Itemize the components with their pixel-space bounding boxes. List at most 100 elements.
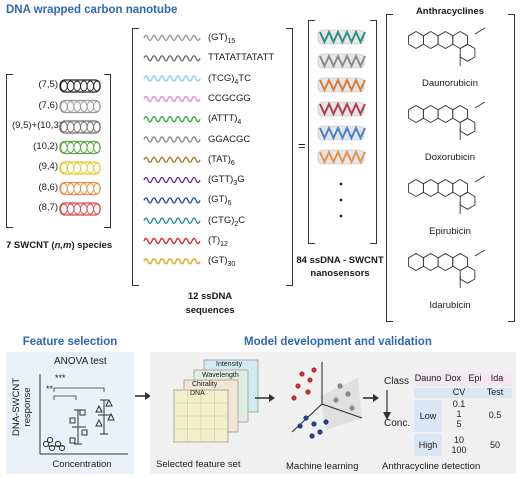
chirality-label: (8,7): [38, 202, 58, 213]
col-ida: Ida: [490, 373, 504, 383]
ssdna-sequence-label: (ATTT)4: [208, 113, 242, 127]
ssdna-sequence-label: (GT)15: [208, 32, 236, 45]
ssdna-sequence-label: TTATATTATATT: [208, 52, 275, 64]
ellipsis-dot: [339, 182, 343, 186]
bracket-right-anthracyclines: [508, 14, 515, 322]
anova-y-label: DNA-SWCNT response: [11, 377, 33, 437]
molecule-structure: [408, 27, 486, 66]
swcnt-tube: [59, 140, 101, 155]
nanosensor-tube: [317, 125, 366, 141]
ssdna-wave: [143, 116, 201, 123]
significance-three-stars: ***: [55, 373, 66, 383]
cv-label: CV: [452, 387, 466, 397]
molecule-structure: [408, 101, 486, 140]
chirality-label: (10,2): [33, 140, 58, 152]
bracket-right-swcnt: [104, 74, 111, 228]
ellipsis-dot: [339, 214, 343, 218]
high-label: High: [418, 440, 438, 450]
cv-low-1: 0.1: [452, 399, 466, 409]
ssdna-sequence-label: (GT)6: [208, 194, 232, 208]
molecule-structure: [408, 175, 486, 214]
col-dox: Dox: [444, 373, 461, 383]
swcnt-tube: [59, 161, 101, 175]
significance-two-stars: **: [46, 384, 54, 394]
bracket-right-ssdna: [286, 28, 293, 286]
detection-caption: Anthracycline detection: [382, 461, 481, 472]
ssdna-sequence-label: CCGCGG: [208, 92, 251, 104]
ssdna-wave: [143, 237, 201, 245]
chirality-label: (9,4): [38, 161, 58, 172]
molecule-structures: [408, 27, 486, 288]
molecule-structure: [408, 249, 486, 288]
arrow-right-icon: [135, 392, 151, 400]
ssdna-wave: [143, 34, 201, 42]
ssdna-sequence-label: (T)12: [208, 235, 228, 248]
bracket-left-sensors: [308, 20, 315, 244]
ssdna-wave: [143, 95, 201, 103]
drug-name-label: Daunorubicin: [422, 78, 478, 89]
ssdna-sequence-label: (GT)30: [208, 255, 236, 269]
class-label: Class: [384, 376, 410, 387]
swcnt-tube: [59, 202, 101, 216]
feature-set-caption: Selected feature set: [156, 459, 241, 470]
arrow-down-icon: [383, 390, 391, 420]
ssdna-sequence-label: GGACGC: [208, 133, 251, 145]
ssdna-wave: [143, 217, 201, 224]
cv-low-2: 1: [456, 409, 462, 419]
ssdna-wave: [143, 258, 201, 265]
cv-high-2: 100: [451, 445, 467, 455]
bracket-left-ssdna: [132, 28, 139, 286]
arrow-right-icon-2: [255, 394, 275, 402]
chirality-label: (7,6): [38, 99, 58, 111]
swcnt-tube: [59, 79, 101, 93]
equals-sign: =: [298, 138, 306, 153]
ssdna-sequence-label: (TAT)6: [208, 153, 235, 167]
feature-stack-graphic: [173, 359, 259, 443]
cv-high-1: 10: [453, 435, 464, 445]
conc-label: Conc.: [384, 418, 411, 429]
swcnt-tube: [59, 181, 101, 196]
stack-label-wavelength: Wavelength: [202, 372, 239, 379]
drug-name-label: Doxorubicin: [424, 152, 476, 163]
cv-low-values: 0.1 1 5: [448, 399, 470, 429]
cv-low-3: 5: [456, 419, 462, 429]
chirality-label: (7,5): [38, 79, 58, 90]
anova-x-label: Concentration: [52, 459, 112, 470]
ssdna-sequence-label: (GTT)3G: [208, 174, 245, 187]
ssdna-wave: [143, 176, 201, 184]
ssdna-wave: [143, 156, 201, 163]
nanosensor-tube: [317, 77, 366, 93]
swcnt-species-caption: 7 SWCNT (n,m) species: [6, 240, 113, 251]
arrow-right-icon-3: [363, 394, 379, 402]
model-section-title: Model development and validation: [244, 336, 432, 348]
ssdna-wave: [143, 55, 201, 62]
bracket-right-sensors: [370, 20, 377, 244]
nanosensor-drawings: [317, 29, 366, 218]
bracket-left-swcnt: [6, 74, 13, 228]
col-epi: Epi: [468, 373, 482, 383]
cv-high-values: 10 100: [448, 435, 470, 455]
drug-name-label: Idarubicin: [429, 300, 471, 311]
nanosensor-tube: [317, 149, 366, 165]
ssdna-wave: [143, 75, 201, 82]
drug-name-label: Epirubicin: [429, 226, 471, 237]
test-label: Test: [486, 387, 504, 397]
nanosensor-tube: [317, 101, 366, 117]
swcnt-tube: [59, 99, 101, 114]
col-dauno: Dauno: [414, 373, 442, 383]
feature-selection-title: Feature selection: [22, 336, 118, 348]
anthracyclines-title: Anthracyclines: [415, 6, 485, 17]
ssdna-wave: [143, 136, 201, 143]
anova-plot: [39, 374, 128, 455]
stack-label-intensity: Intensity: [216, 361, 243, 368]
test-high-value: 50: [489, 440, 500, 450]
ml-scatter-graphic: [291, 362, 363, 439]
ellipsis-dot: [339, 198, 343, 202]
high-row-header: [414, 434, 442, 456]
ssdna-sequence-label: (TCG)4TC: [208, 72, 251, 86]
stack-label-chirality: Chirality: [192, 381, 218, 388]
chirality-label: (8,6): [38, 181, 58, 193]
ssdna-wave: [143, 197, 201, 204]
section-title-dna-nanotube: DNA wrapped carbon nanotube: [6, 4, 178, 16]
ssdna-sequence-label: (CTG)2C: [208, 214, 246, 228]
